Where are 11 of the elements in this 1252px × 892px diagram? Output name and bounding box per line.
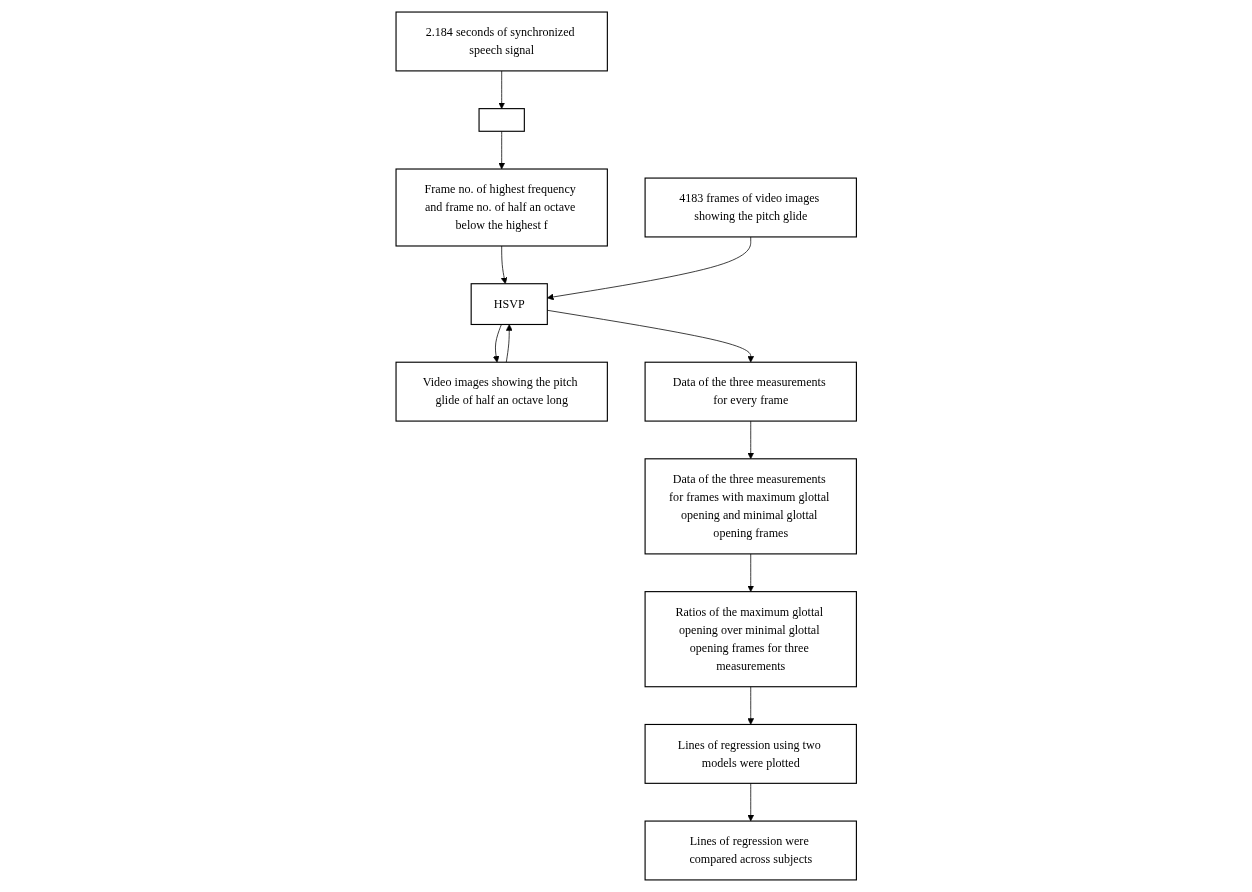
- node-box: Lines of regression were compared across subjects: [644, 820, 857, 881]
- node-box: Data of the three measurements for frames with maximum glottal opening and minimal glottal opening frames: [644, 458, 857, 555]
- node-box: [478, 108, 525, 132]
- node-box: HSVP: [470, 283, 548, 326]
- node-box: Frame no. of highest frequency and frame no. of half an octave below the highest f: [395, 168, 608, 247]
- node-box: 2.184 seconds of synchronized speech signal: [395, 11, 608, 72]
- node-box: Video images showing the pitch glide of half an octave long: [395, 361, 608, 422]
- node-box: 4183 frames of video images showing the pitch glide: [644, 177, 857, 238]
- node-box: Lines of regression using two models were plotted: [644, 723, 857, 784]
- node-box: Ratios of the maximum glottal opening over minimal glottal opening frames for three measurements: [644, 591, 857, 688]
- node-box: Data of the three measurements for every frame: [644, 361, 857, 422]
